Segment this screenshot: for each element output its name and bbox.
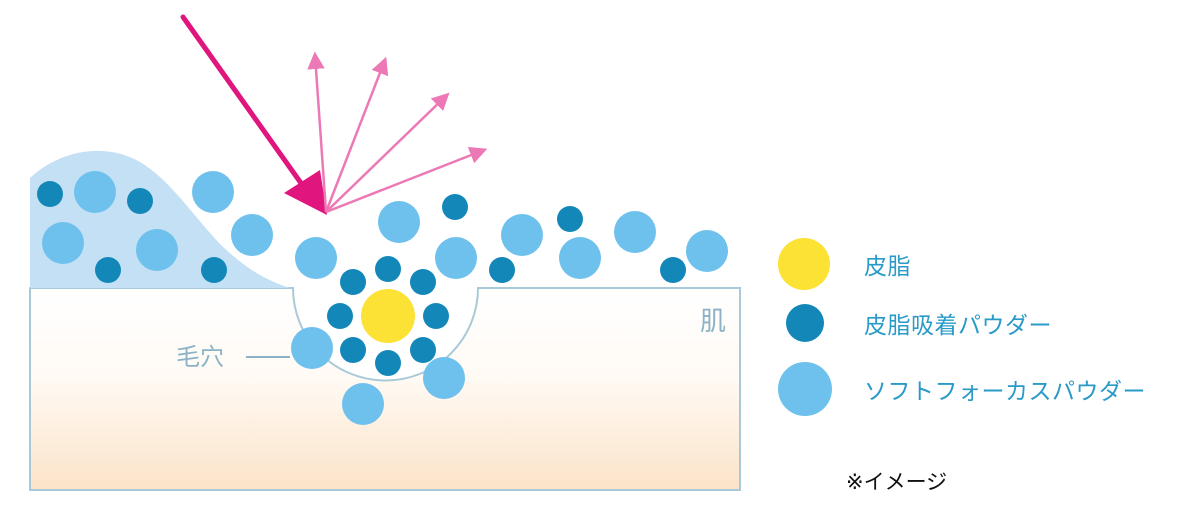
soft-focus-powder [423, 357, 465, 399]
soft-focus-powder [435, 237, 477, 279]
absorbing-powder [442, 194, 468, 220]
absorbing-powder [660, 257, 686, 283]
legend-item-sebum: 皮脂 [778, 238, 911, 290]
soft-focus-powder [342, 383, 384, 425]
image-note: ※イメージ [846, 470, 948, 494]
skin-label: 肌 [700, 307, 726, 337]
scattered-ray-2 [324, 56, 389, 213]
absorbing-powder [410, 269, 436, 295]
scattered-ray-3 [325, 92, 450, 213]
absorbing-powder [375, 256, 401, 282]
skin-surface [29, 287, 741, 491]
soft-focus-powder [42, 222, 84, 264]
legend-label-sebum: 皮脂 [864, 254, 911, 280]
soft-focus-powder-group [42, 171, 728, 425]
soft-focus-powder [231, 214, 273, 256]
absorbing-powder [375, 350, 401, 376]
legend-item-absorbing-powder: 皮脂吸着パウダー [786, 304, 1052, 342]
absorbing-powder [95, 257, 121, 283]
soft-focus-powder [559, 237, 601, 279]
absorbing-powder [423, 303, 449, 329]
legend-swatch-absorbing-powder [786, 304, 824, 342]
incident-light-ray [180, 14, 311, 196]
legend-item-soft-focus-powder: ソフトフォーカスパウダー [778, 362, 1146, 416]
legend-swatch-sebum [778, 238, 830, 290]
sebum-droplet [361, 289, 415, 343]
incident-light-arrowhead [284, 170, 327, 215]
legend-label-absorbing-powder: 皮脂吸着パウダー [864, 313, 1052, 339]
absorbing-powder [37, 181, 63, 207]
absorbing-powder [127, 188, 153, 214]
soft-focus-powder [136, 229, 178, 271]
soft-focus-powder [291, 327, 333, 369]
absorbing-powder [410, 337, 436, 363]
soft-focus-powder [501, 214, 543, 256]
absorbing-powder [340, 337, 366, 363]
soft-focus-powder [192, 171, 234, 213]
absorbing-powder [327, 303, 353, 329]
soft-focus-powder [74, 171, 116, 213]
legend-label-soft-focus-powder: ソフトフォーカスパウダー [864, 379, 1146, 405]
scattered-light-rays [307, 51, 488, 214]
absorbing-powder [340, 269, 366, 295]
soft-focus-powder [686, 230, 728, 272]
absorbing-powder [557, 206, 583, 232]
soft-focus-powder [295, 237, 337, 279]
absorbing-powder [201, 257, 227, 283]
pore-label: 毛穴 [176, 343, 224, 371]
absorbing-powder-group [37, 181, 686, 376]
scattered-ray-4 [325, 146, 488, 214]
absorbing-powder [489, 257, 515, 283]
soft-focus-powder [614, 211, 656, 253]
soft-focus-powder [378, 201, 420, 243]
scattered-ray-1 [307, 51, 328, 213]
legend-swatch-soft-focus-powder [778, 362, 832, 416]
